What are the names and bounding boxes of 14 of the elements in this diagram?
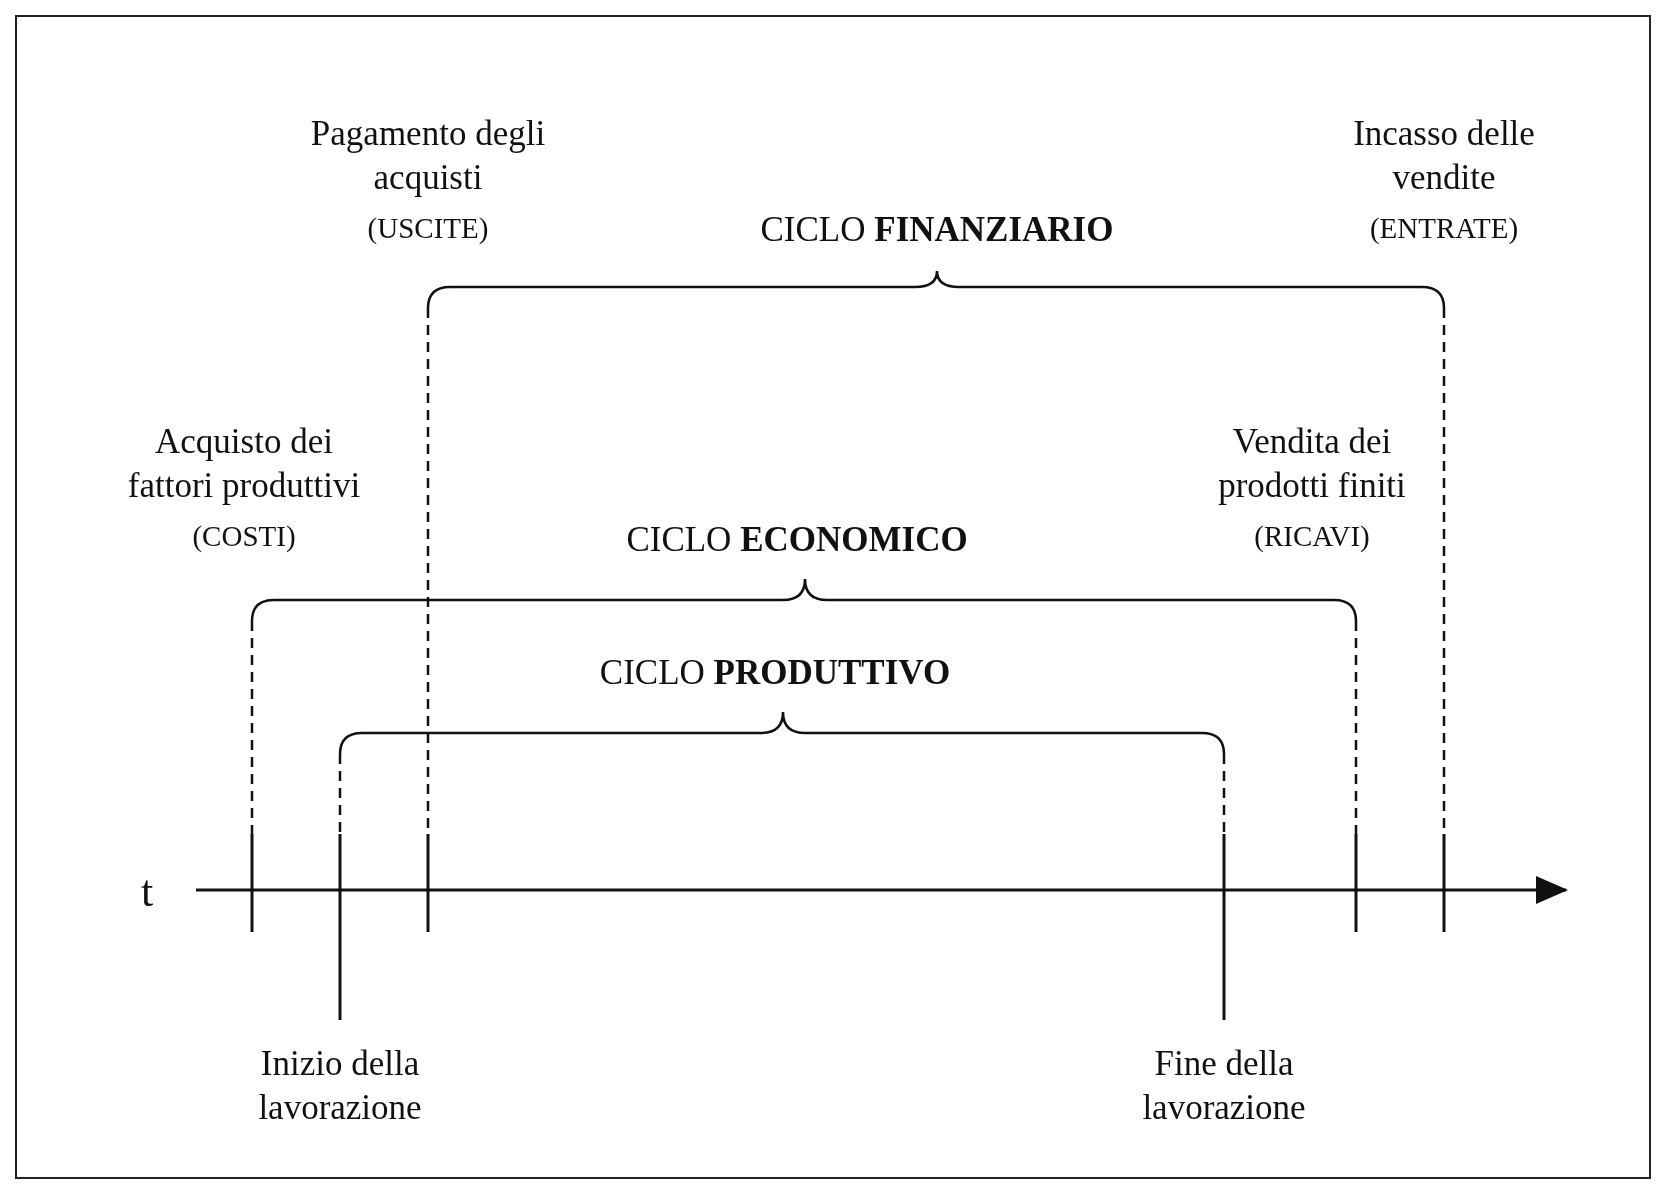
event-label: Pagamento degli acquisti <box>309 113 547 199</box>
axis-label: t <box>139 870 155 914</box>
cycle-title: CICLO FINANZIARIO <box>759 209 1115 251</box>
cycle-title: CICLO ECONOMICO <box>625 519 969 561</box>
event-label: Vendita dei prodotti finiti <box>1217 421 1407 507</box>
cycle-title: CICLO PRODUTTIVO <box>598 652 952 694</box>
outflow-label: (USCITE) <box>366 211 490 246</box>
cost-label: (COSTI) <box>191 519 297 554</box>
inflow-label: (ENTRATE) <box>1368 211 1520 246</box>
event-label: Fine della lavorazione <box>1141 1043 1307 1129</box>
event-label: Inizio della lavorazione <box>257 1043 423 1129</box>
event-label: Acquisto dei fattori produttivi <box>126 421 362 507</box>
revenue-label: (RICAVI) <box>1253 519 1371 554</box>
event-label: Incasso delle vendite <box>1352 113 1536 199</box>
